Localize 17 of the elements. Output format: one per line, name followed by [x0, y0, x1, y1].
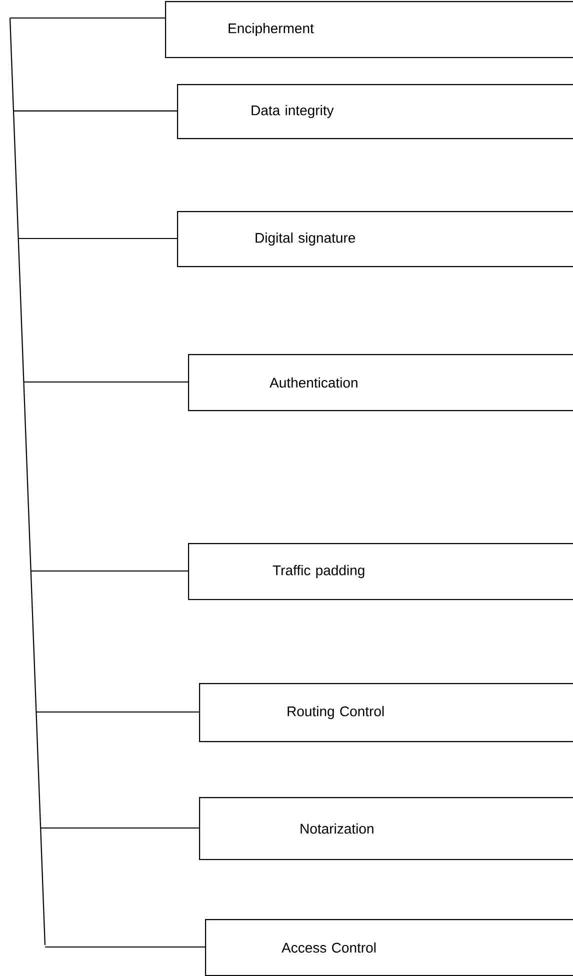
- label-box: Routing Control: [199, 683, 573, 742]
- connector-line: [30, 570, 188, 572]
- label-box: Encipherment: [165, 0, 573, 58]
- trunk-line: [9, 18, 46, 946]
- connector-line: [45, 946, 205, 948]
- label-box: Traffic padding: [188, 543, 573, 600]
- label-box: Access Control: [205, 919, 573, 976]
- label-box: Data integrity: [177, 84, 573, 140]
- connector-line: [14, 110, 177, 112]
- connector-line: [40, 827, 199, 829]
- label-box: Authentication: [188, 354, 573, 412]
- connector-line: [36, 711, 199, 713]
- label-box: Digital signature: [177, 210, 573, 268]
- label-box: Notarization: [199, 797, 573, 860]
- connector-line: [10, 17, 165, 19]
- connector-line: [18, 238, 177, 240]
- connector-line: [24, 381, 188, 383]
